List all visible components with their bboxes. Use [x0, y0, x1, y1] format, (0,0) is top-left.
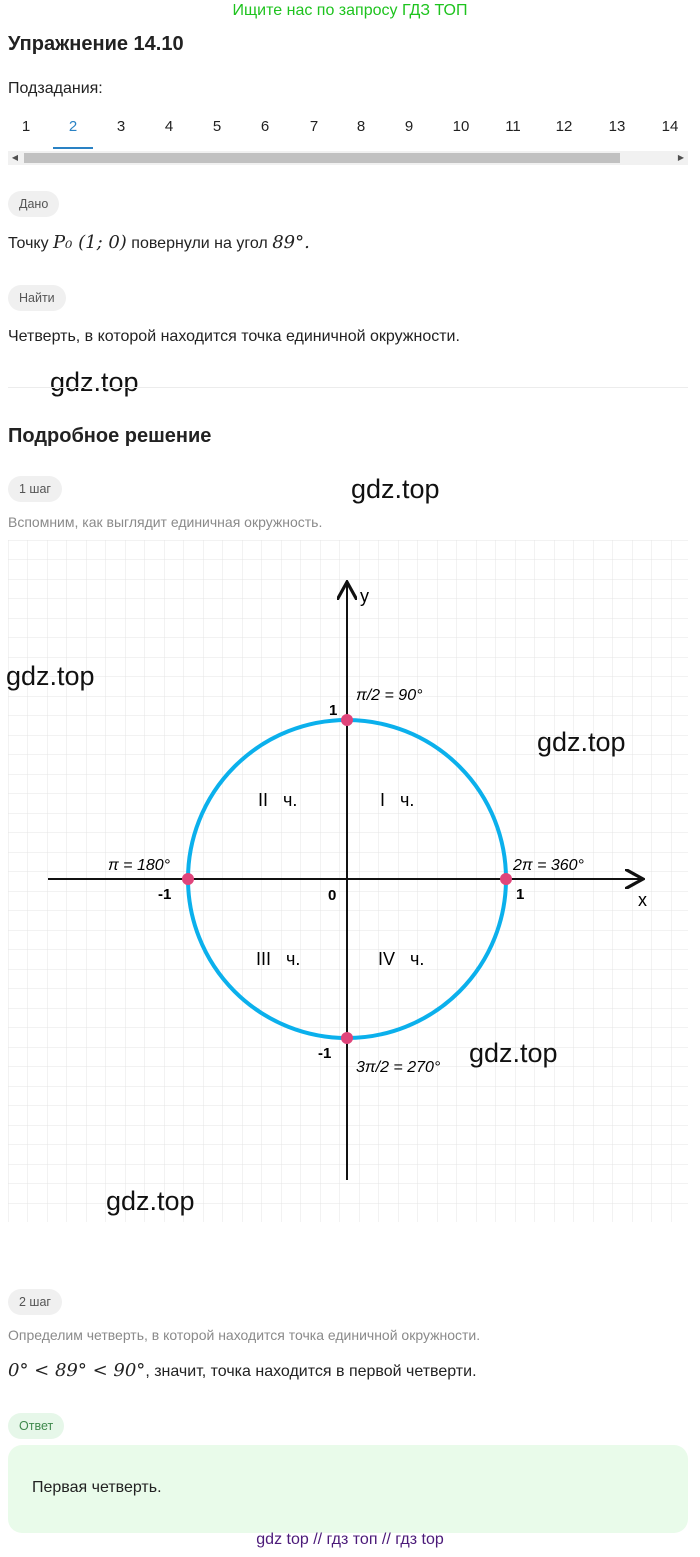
step1-badge: 1 шаг — [8, 476, 62, 502]
scroll-right-arrow-icon[interactable]: ▶ — [677, 153, 685, 162]
find-badge: Найти — [8, 285, 66, 311]
answer-box: Первая четверть. — [8, 1445, 688, 1533]
tick-neg-x: -1 — [158, 886, 171, 903]
watermark: gdz.top — [106, 1186, 195, 1216]
given-point: P₀ (1; 0) — [53, 232, 127, 253]
section-divider — [8, 387, 688, 388]
solution-title: Подробное решение — [8, 425, 212, 447]
tab-2[interactable]: 2 — [68, 118, 78, 135]
tab-10[interactable]: 10 — [452, 118, 470, 135]
quadrant-1-label: I ч. — [380, 790, 414, 810]
tick-pos-y: 1 — [329, 702, 337, 719]
given-middle: повернули на угол — [131, 235, 268, 252]
tab-13[interactable]: 13 — [608, 118, 626, 135]
watermark: gdz.top — [469, 1038, 558, 1068]
answer-badge: Ответ — [8, 1413, 65, 1439]
tab-12[interactable]: 12 — [555, 118, 573, 135]
label-360: 2π = 360° — [512, 857, 585, 874]
active-tab-indicator — [53, 147, 93, 149]
scroll-left-arrow-icon[interactable]: ◀ — [11, 153, 19, 162]
step2-badge: 2 шаг — [8, 1289, 62, 1315]
given-statement: Точку P₀ (1; 0) повернули на угол 89°. — [8, 232, 310, 253]
given-prefix: Точку — [8, 235, 49, 252]
tab-6[interactable]: 6 — [260, 118, 270, 135]
y-axis-label: y — [360, 586, 369, 606]
label-90: π/2 = 90° — [356, 687, 423, 704]
footer-links[interactable]: gdz top // гдз топ // гдз top — [256, 1531, 444, 1548]
step1-text: Вспомним, как выглядит единичная окружно… — [8, 514, 323, 530]
tab-7[interactable]: 7 — [309, 118, 319, 135]
origin-label: 0 — [328, 887, 336, 904]
watermark: gdz.top — [537, 727, 626, 757]
point-90 — [341, 714, 353, 726]
tab-8[interactable]: 8 — [356, 118, 366, 135]
step2-inequality: 0° < 89° < 90° — [8, 1360, 146, 1381]
subtask-tabs: 1 2 3 4 5 6 7 8 9 10 11 12 13 14 — [0, 118, 700, 150]
tab-1[interactable]: 1 — [21, 118, 31, 135]
tab-4[interactable]: 4 — [164, 118, 174, 135]
step2-conclusion-line: 0° < 89° < 90°, значит, точка находится … — [8, 1360, 477, 1381]
tabs-scrollbar[interactable]: ◀ ▶ — [8, 151, 688, 165]
label-270: 3π/2 = 270° — [356, 1059, 441, 1076]
step2-conclusion: , значит, точка находится в первой четве… — [145, 1363, 477, 1380]
scroll-thumb[interactable] — [24, 153, 620, 163]
given-angle: 89°. — [272, 232, 310, 253]
quadrant-4-label: IV ч. — [378, 949, 424, 969]
watermark: gdz.top — [50, 367, 139, 397]
promo-banner[interactable]: Ищите нас по запросу ГДЗ ТОП — [232, 2, 468, 19]
point-180 — [182, 873, 194, 885]
watermark: gdz.top — [351, 474, 440, 504]
tab-3[interactable]: 3 — [116, 118, 126, 135]
find-text: Четверть, в которой находится точка един… — [8, 328, 460, 345]
watermark: gdz.top — [6, 661, 95, 691]
tab-5[interactable]: 5 — [212, 118, 222, 135]
tab-14[interactable]: 14 — [661, 118, 679, 135]
quadrant-2-label: II ч. — [258, 790, 297, 810]
answer-text: Первая четверть. — [32, 1479, 162, 1496]
unit-circle-figure: x y 0 1 -1 1 -1 π/2 = 90° π = 180° 2π = … — [8, 540, 688, 1222]
tab-11[interactable]: 11 — [505, 118, 521, 135]
page-title: Упражнение 14.10 — [8, 33, 184, 55]
tick-pos-x: 1 — [516, 886, 524, 903]
tick-neg-y: -1 — [318, 1045, 331, 1062]
label-180: π = 180° — [108, 857, 171, 874]
subtasks-label: Подзадания: — [8, 80, 103, 97]
given-badge: Дано — [8, 191, 60, 217]
point-270 — [341, 1032, 353, 1044]
point-360 — [500, 873, 512, 885]
quadrant-3-label: III ч. — [256, 949, 300, 969]
tab-9[interactable]: 9 — [404, 118, 414, 135]
step2-text: Определим четверть, в которой находится … — [8, 1327, 481, 1343]
x-axis-label: x — [638, 890, 647, 910]
